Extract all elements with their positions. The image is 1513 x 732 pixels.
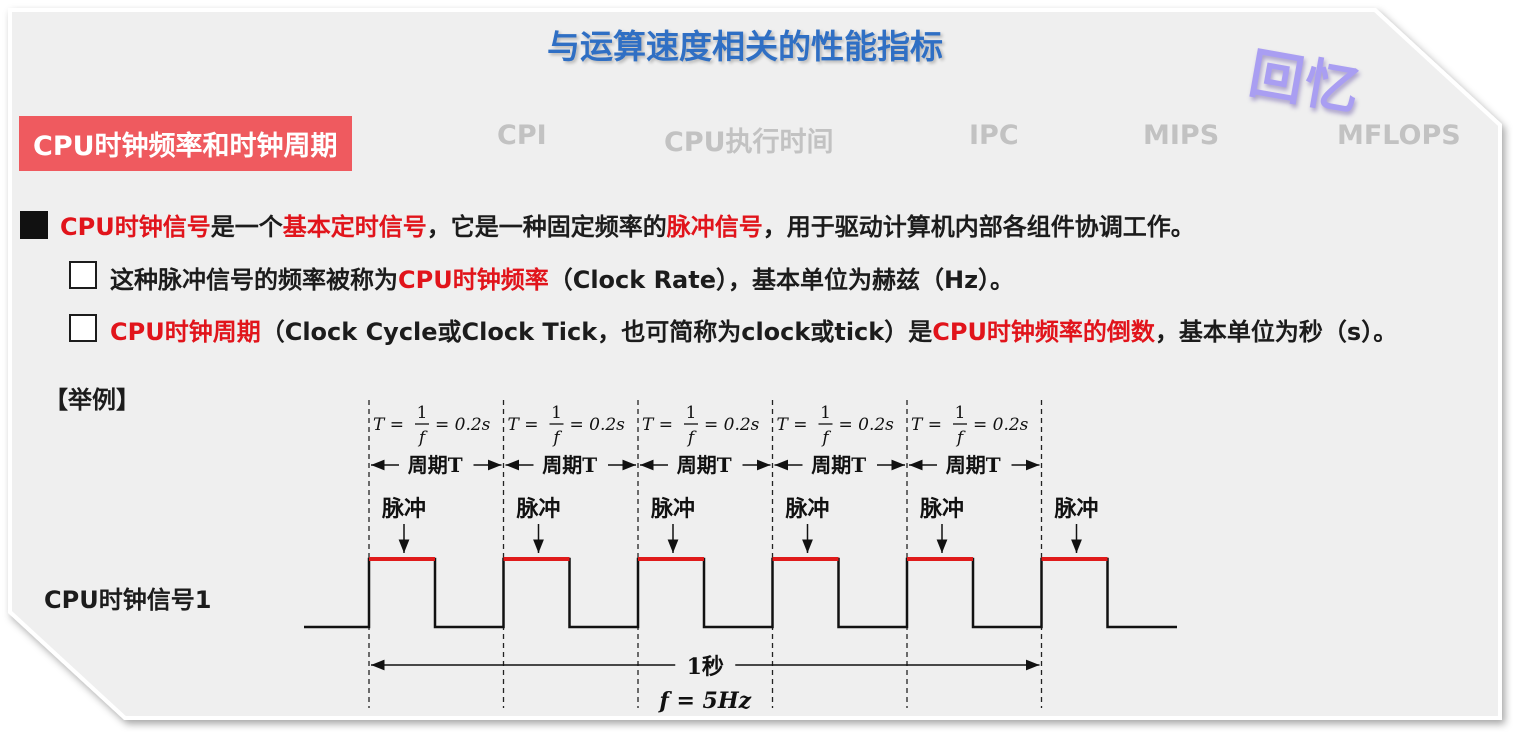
formula-numerator: 1 <box>417 403 428 423</box>
formula-suffix: = 0.2s <box>973 415 1029 435</box>
paragraph-clock-cycle: CPU时钟周期（Clock Cycle或Clock Tick，也可简称为cloc… <box>110 312 1397 347</box>
term-cpu-clock-rate: CPU时钟频率 <box>398 266 549 294</box>
period-label: 周期T <box>677 453 732 477</box>
formula-denominator: f <box>820 428 831 448</box>
checkbox-icon <box>69 261 97 289</box>
signal-label: CPU时钟信号1 <box>44 586 212 614</box>
para2-text-a: 这种脉冲信号的频率被称为 <box>110 266 398 294</box>
formula-suffix: = 0.2s <box>570 415 626 435</box>
tab-cpu-exec-time[interactable]: CPU执行时间 <box>664 127 834 158</box>
formula-denominator: f <box>417 428 428 448</box>
formula-denominator: f <box>686 428 697 448</box>
clock-waveform <box>304 557 1177 629</box>
term-reciprocal: CPU时钟频率的倒数 <box>932 318 1155 346</box>
formula-denominator: f <box>551 428 562 448</box>
formula-numerator: 1 <box>686 403 697 423</box>
formula-prefix: T = <box>911 415 942 435</box>
period-label: 周期T <box>408 453 463 477</box>
example-label: 【举例】 <box>44 386 140 414</box>
period-label: 周期T <box>542 453 597 477</box>
pulse-label: 脉冲 <box>919 496 964 522</box>
duration-label-bg <box>675 648 736 680</box>
term-cpu-clock-signal: CPU时钟信号 <box>60 213 211 241</box>
para1-text-b: ，它是一种固定频率的 <box>426 213 667 241</box>
formula-suffix: = 0.2s <box>435 415 491 435</box>
formula-prefix: T = <box>777 415 808 435</box>
formula-prefix: T = <box>373 415 404 435</box>
period-label: 周期T <box>811 453 866 477</box>
formula-suffix: = 0.2s <box>704 415 760 435</box>
duration-label: 1秒 <box>687 654 724 680</box>
tab-cpu-clock[interactable]: CPU时钟频率和时钟周期 <box>19 116 352 171</box>
period-label: 周期T <box>946 453 1001 477</box>
para3-text-a: （Clock Cycle或Clock Tick，也可简称为clock或tick）… <box>260 318 933 346</box>
paragraph-clock-rate: 这种脉冲信号的频率被称为CPU时钟频率（Clock Rate），基本单位为赫兹（… <box>110 260 1014 295</box>
formula-numerator: 1 <box>551 403 562 423</box>
formula-numerator: 1 <box>820 403 831 423</box>
bullet-square-icon <box>20 211 48 239</box>
term-pulse-signal: 脉冲信号 <box>666 213 763 241</box>
formula-prefix: T = <box>642 415 673 435</box>
formula-denominator: f <box>955 428 966 448</box>
tab-ipc[interactable]: IPC <box>969 120 1019 151</box>
paragraph-clock-signal: CPU时钟信号是一个基本定时信号，它是一种固定频率的脉冲信号，用于驱动计算机内部… <box>60 207 1195 242</box>
tab-mflops[interactable]: MFLOPS <box>1337 120 1461 151</box>
para3-text-b: ，基本单位为秒（s）。 <box>1154 318 1398 346</box>
tab-cpi[interactable]: CPI <box>497 120 547 151</box>
pulse-label: 脉冲 <box>650 496 695 522</box>
pulse-label: 脉冲 <box>1053 496 1098 522</box>
frequency-label: f = 5Hz <box>657 688 751 714</box>
pulse-label: 脉冲 <box>381 496 426 522</box>
term-basic-timing-signal: 基本定时信号 <box>282 213 427 241</box>
term-cpu-clock-cycle: CPU时钟周期 <box>110 318 261 346</box>
pulse-label: 脉冲 <box>515 496 560 522</box>
formula-numerator: 1 <box>955 403 966 423</box>
para2-text-b: （Clock Rate），基本单位为赫兹（Hz）。 <box>548 266 1015 294</box>
para1-text-c: ，用于驱动计算机内部各组件协调工作。 <box>762 213 1195 241</box>
tab-mips[interactable]: MIPS <box>1143 120 1220 151</box>
para1-text-a: 是一个 <box>210 213 283 241</box>
formula-suffix: = 0.2s <box>839 415 895 435</box>
formula-prefix: T = <box>508 415 539 435</box>
page-title: 与运算速度相关的性能指标 <box>547 27 943 66</box>
pulse-label: 脉冲 <box>784 496 829 522</box>
checkbox-icon <box>69 314 97 342</box>
